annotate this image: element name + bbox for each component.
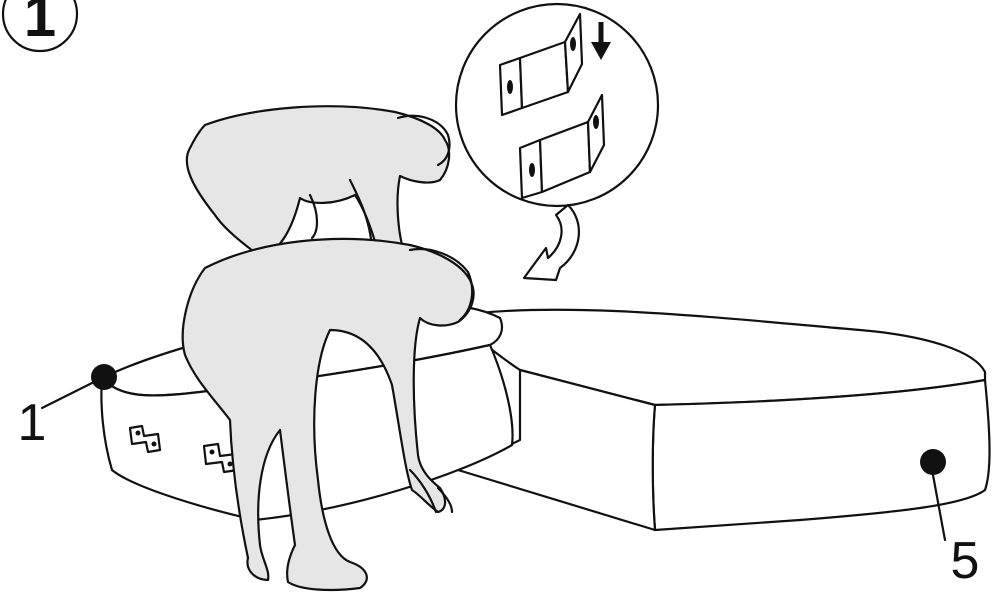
step-number: 1 [24, 0, 56, 49]
person-back [187, 106, 450, 259]
curved-arrow-icon [524, 205, 579, 280]
right-part-marker [920, 449, 946, 475]
left-part-marker [91, 364, 117, 390]
step-indicator: 1 [3, 0, 77, 51]
right-part-label: 5 [951, 532, 980, 590]
left-leader-line [42, 383, 92, 408]
left-part-label: 1 [18, 394, 47, 452]
sofa-section-right: 5 [455, 310, 990, 590]
detail-callout [456, 4, 658, 280]
person-back-body [187, 106, 449, 259]
